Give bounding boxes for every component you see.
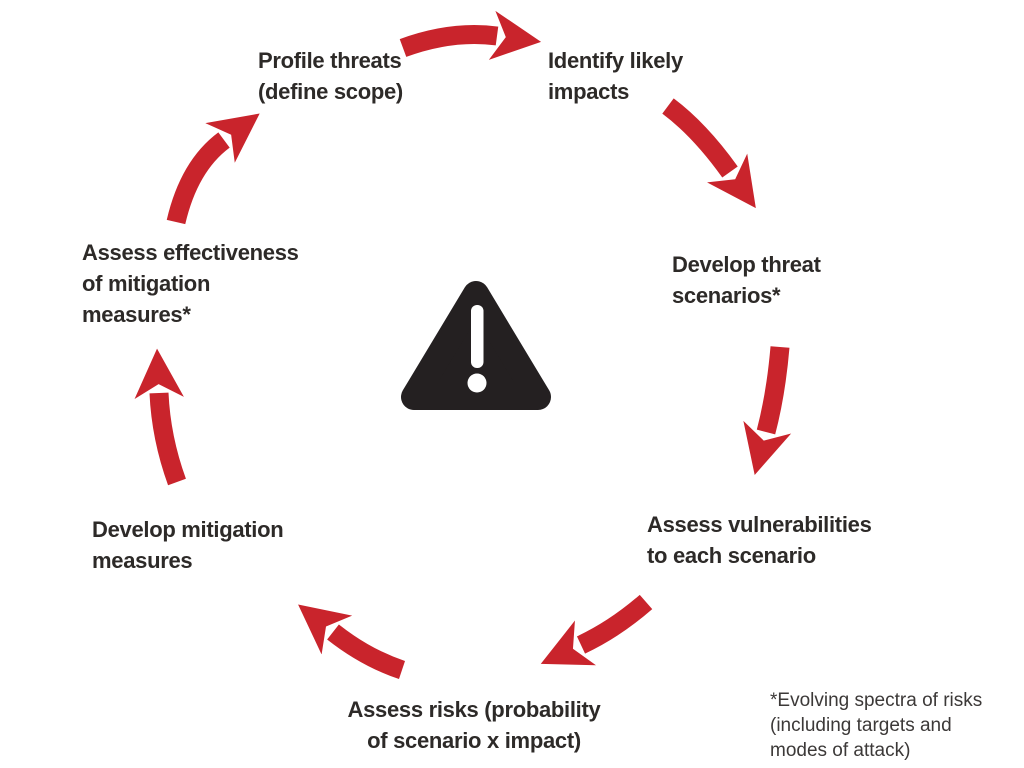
step-identify-impacts: Identify likely impacts bbox=[548, 48, 683, 104]
step-develop-scenarios: Develop threat scenarios* bbox=[672, 252, 821, 308]
arrow-risks-to-mitigation bbox=[298, 604, 406, 680]
arrow-mitigation-to-effectiveness bbox=[134, 348, 186, 486]
warning-triangle-icon bbox=[401, 281, 551, 410]
arrow-vulnerabilities-to-risks bbox=[540, 594, 653, 666]
arrow-scenarios-to-vulnerabilities bbox=[743, 346, 792, 475]
step-assess-effectiveness: Assess effectiveness of mitigation measu… bbox=[82, 240, 299, 327]
step-assess-risks: Assess risks (probability of scenario x … bbox=[347, 697, 601, 753]
step-assess-vulnerabilities: Assess vulnerabilities to each scenario bbox=[647, 512, 872, 568]
arrow-identify-to-scenarios bbox=[662, 98, 756, 209]
exclamation-bar bbox=[471, 305, 484, 368]
arrow-profile-to-identify bbox=[399, 10, 542, 60]
step-develop-mitigation: Develop mitigation measures bbox=[92, 517, 284, 573]
arrow-effectiveness-to-profile bbox=[166, 113, 260, 225]
step-profile-threats: Profile threats (define scope) bbox=[258, 48, 403, 104]
footnote: *Evolving spectra of risks (including ta… bbox=[770, 690, 983, 761]
exclamation-dot bbox=[467, 373, 487, 393]
